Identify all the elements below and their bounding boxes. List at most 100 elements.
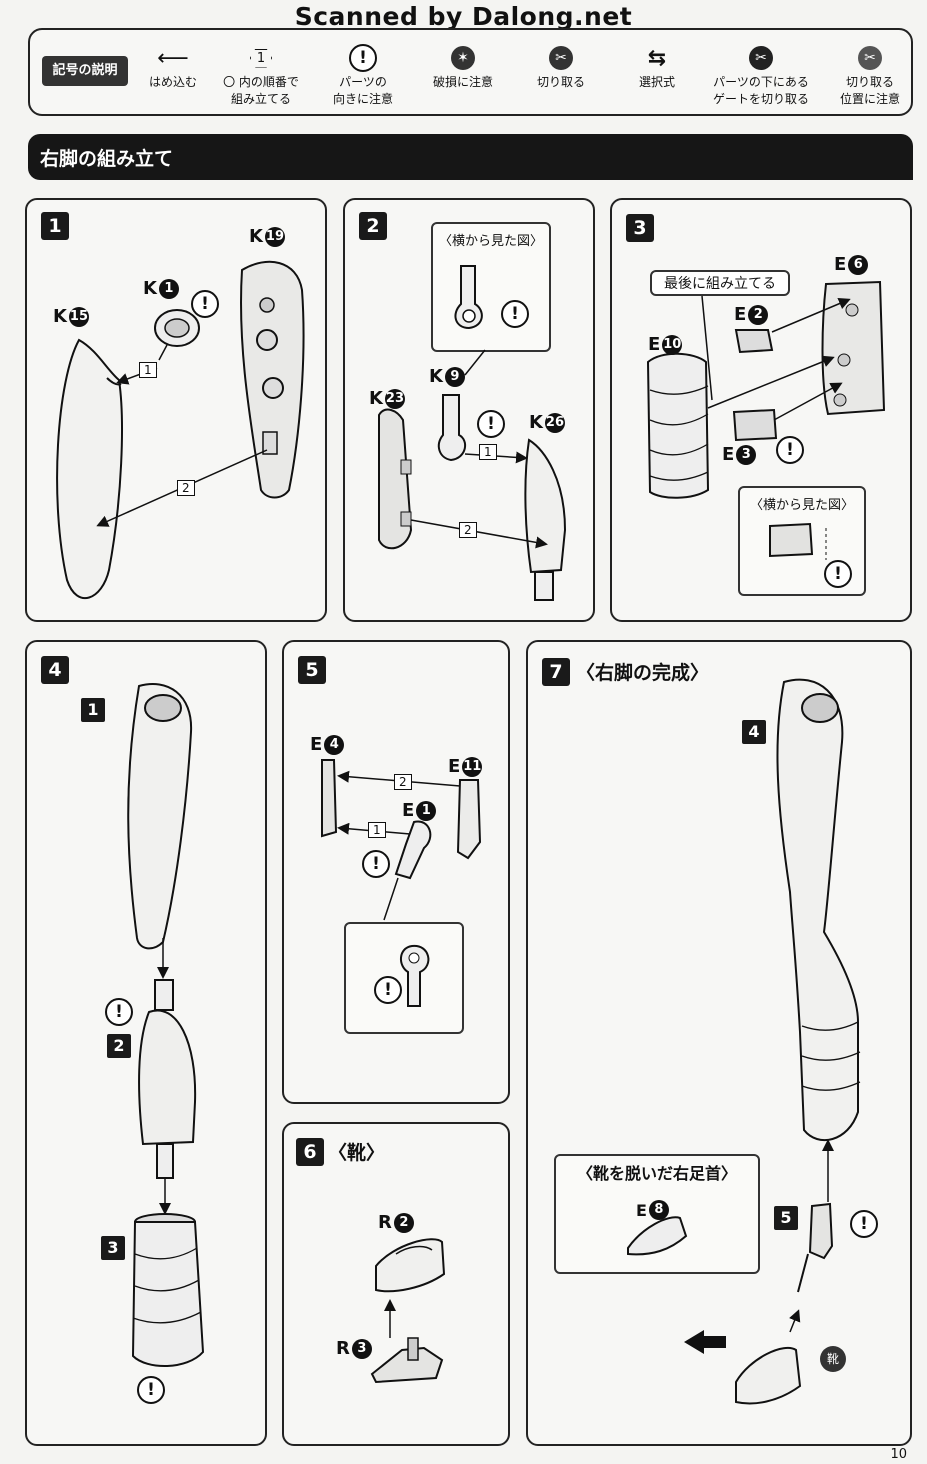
- exclamation-icon: !: [501, 300, 529, 328]
- page-number: 10: [890, 1447, 907, 1462]
- step-1-number: 1: [41, 212, 69, 240]
- thigh-assembly-shape: [127, 683, 193, 950]
- step-7-title: 〈右脚の完成〉: [576, 662, 710, 684]
- legend-item-cut: ✂ 切り取る: [526, 44, 596, 91]
- part-k9-shape: [437, 394, 467, 462]
- detail-callout: !: [344, 922, 464, 1034]
- step-2-number: 2: [359, 212, 387, 240]
- sub-label-3: 3: [101, 1236, 125, 1260]
- exclamation-icon: !: [776, 436, 804, 464]
- shoe-badge: 靴: [820, 1346, 846, 1372]
- step-6-number: 6: [296, 1138, 324, 1166]
- exclamation-icon: !: [105, 998, 133, 1026]
- step-6-title: 〈靴〉: [328, 1142, 386, 1164]
- step-7-number: 7: [542, 658, 570, 686]
- sub-label-2: 2: [107, 1034, 131, 1058]
- completed-leg-shape: [776, 678, 859, 1142]
- watermark-text: Scanned by Dalong.net: [294, 2, 633, 31]
- part-e6-shape: [821, 280, 886, 416]
- part-e11-shape: [456, 779, 482, 860]
- exclamation-icon: !: [191, 290, 219, 318]
- legend-item-push-in: ⟵ はめ込む: [148, 45, 197, 89]
- part-k26-shape: [524, 438, 567, 574]
- order-hexagon-2: 2: [394, 774, 412, 790]
- order-hexagon-1: 1: [368, 822, 386, 838]
- assemble-last-note: 最後に組み立てる: [650, 270, 790, 296]
- cut-position-icon: ✂: [858, 46, 882, 70]
- side-view-title: 〈横から見た図〉: [438, 234, 543, 249]
- exclamation-icon: !: [349, 44, 377, 72]
- part-k15-shape: [56, 338, 123, 600]
- side-view-callout: 〈横から見た図〉 !: [738, 486, 866, 596]
- exclamation-icon: !: [850, 1210, 878, 1238]
- symbol-legend: 記号の説明 ⟵ はめ込む 1 〇 内の順番で 組み立てる ! パーツの 向きに注…: [28, 28, 913, 116]
- step-4-illustration: [127, 683, 205, 1367]
- part-r2-shape: [375, 1238, 446, 1293]
- side-view-title: 〈横から見た図〉: [749, 498, 854, 513]
- side-view-callout: 〈横から見た図〉 !: [431, 222, 551, 352]
- step-4-panel: 4 1 2 3 ! !: [25, 640, 267, 1446]
- part-e1-shape: [394, 820, 432, 880]
- choice-arrows-icon: ⇆: [647, 45, 667, 71]
- gate-cut-icon: ✂: [749, 46, 773, 70]
- part-e2-shape: [734, 329, 774, 354]
- legend-item-breakage: ✶ 破損に注意: [422, 44, 504, 91]
- cut-icon: ✂: [549, 46, 573, 70]
- exclamation-icon: !: [477, 410, 505, 438]
- step-3-number: 3: [626, 214, 654, 242]
- part-k23-shape: [378, 408, 413, 550]
- order-hexagon-2: 2: [459, 522, 477, 538]
- legend-item-cut-position: ✂ 切り取る 位置に注意: [830, 44, 910, 108]
- section-title: 右脚の組み立て: [40, 148, 174, 170]
- sub-label-5: 5: [774, 1206, 798, 1230]
- exclamation-icon: !: [824, 560, 852, 588]
- part-e4-shape: [321, 759, 338, 838]
- legend-item-order: 1 〇 内の順番で 組み立てる: [223, 48, 299, 106]
- legend-title: 記号の説明: [42, 56, 128, 86]
- step-3-illustration: [646, 280, 886, 499]
- step-5-illustration: [321, 759, 482, 921]
- step-5-number: 5: [298, 656, 326, 684]
- step-7-illustration: [684, 678, 861, 1405]
- order-hexagon-1: 1: [139, 362, 157, 378]
- step-2-illustration: [378, 349, 567, 601]
- step-1-illustration: [56, 260, 305, 600]
- section-title-bar: 右脚の組み立て: [28, 134, 913, 180]
- part-e3-shape: [732, 408, 778, 442]
- legend-item-gate-cut: ✂ パーツの下にある ゲートを切り取る: [706, 44, 816, 108]
- step-4-number: 4: [41, 656, 69, 684]
- step-6-illustration: [370, 1238, 446, 1384]
- legend-item-choice: ⇆ 選択式: [638, 45, 675, 89]
- exclamation-icon: !: [362, 850, 390, 878]
- part-r3-shape: [370, 1346, 444, 1384]
- sock-assembly-shape: [131, 1221, 205, 1367]
- shoe-shape: [735, 1347, 802, 1405]
- part-e10-shape: [646, 352, 710, 499]
- order-hexagon-2: 2: [177, 480, 195, 496]
- order-hexagon-1: 1: [479, 444, 497, 460]
- push-in-arrow-icon: ⟵: [157, 45, 189, 71]
- legend-item-orientation: ! パーツの 向きに注意: [322, 44, 404, 108]
- shin-assembly-shape: [138, 1009, 197, 1146]
- exclamation-icon: !: [137, 1376, 165, 1404]
